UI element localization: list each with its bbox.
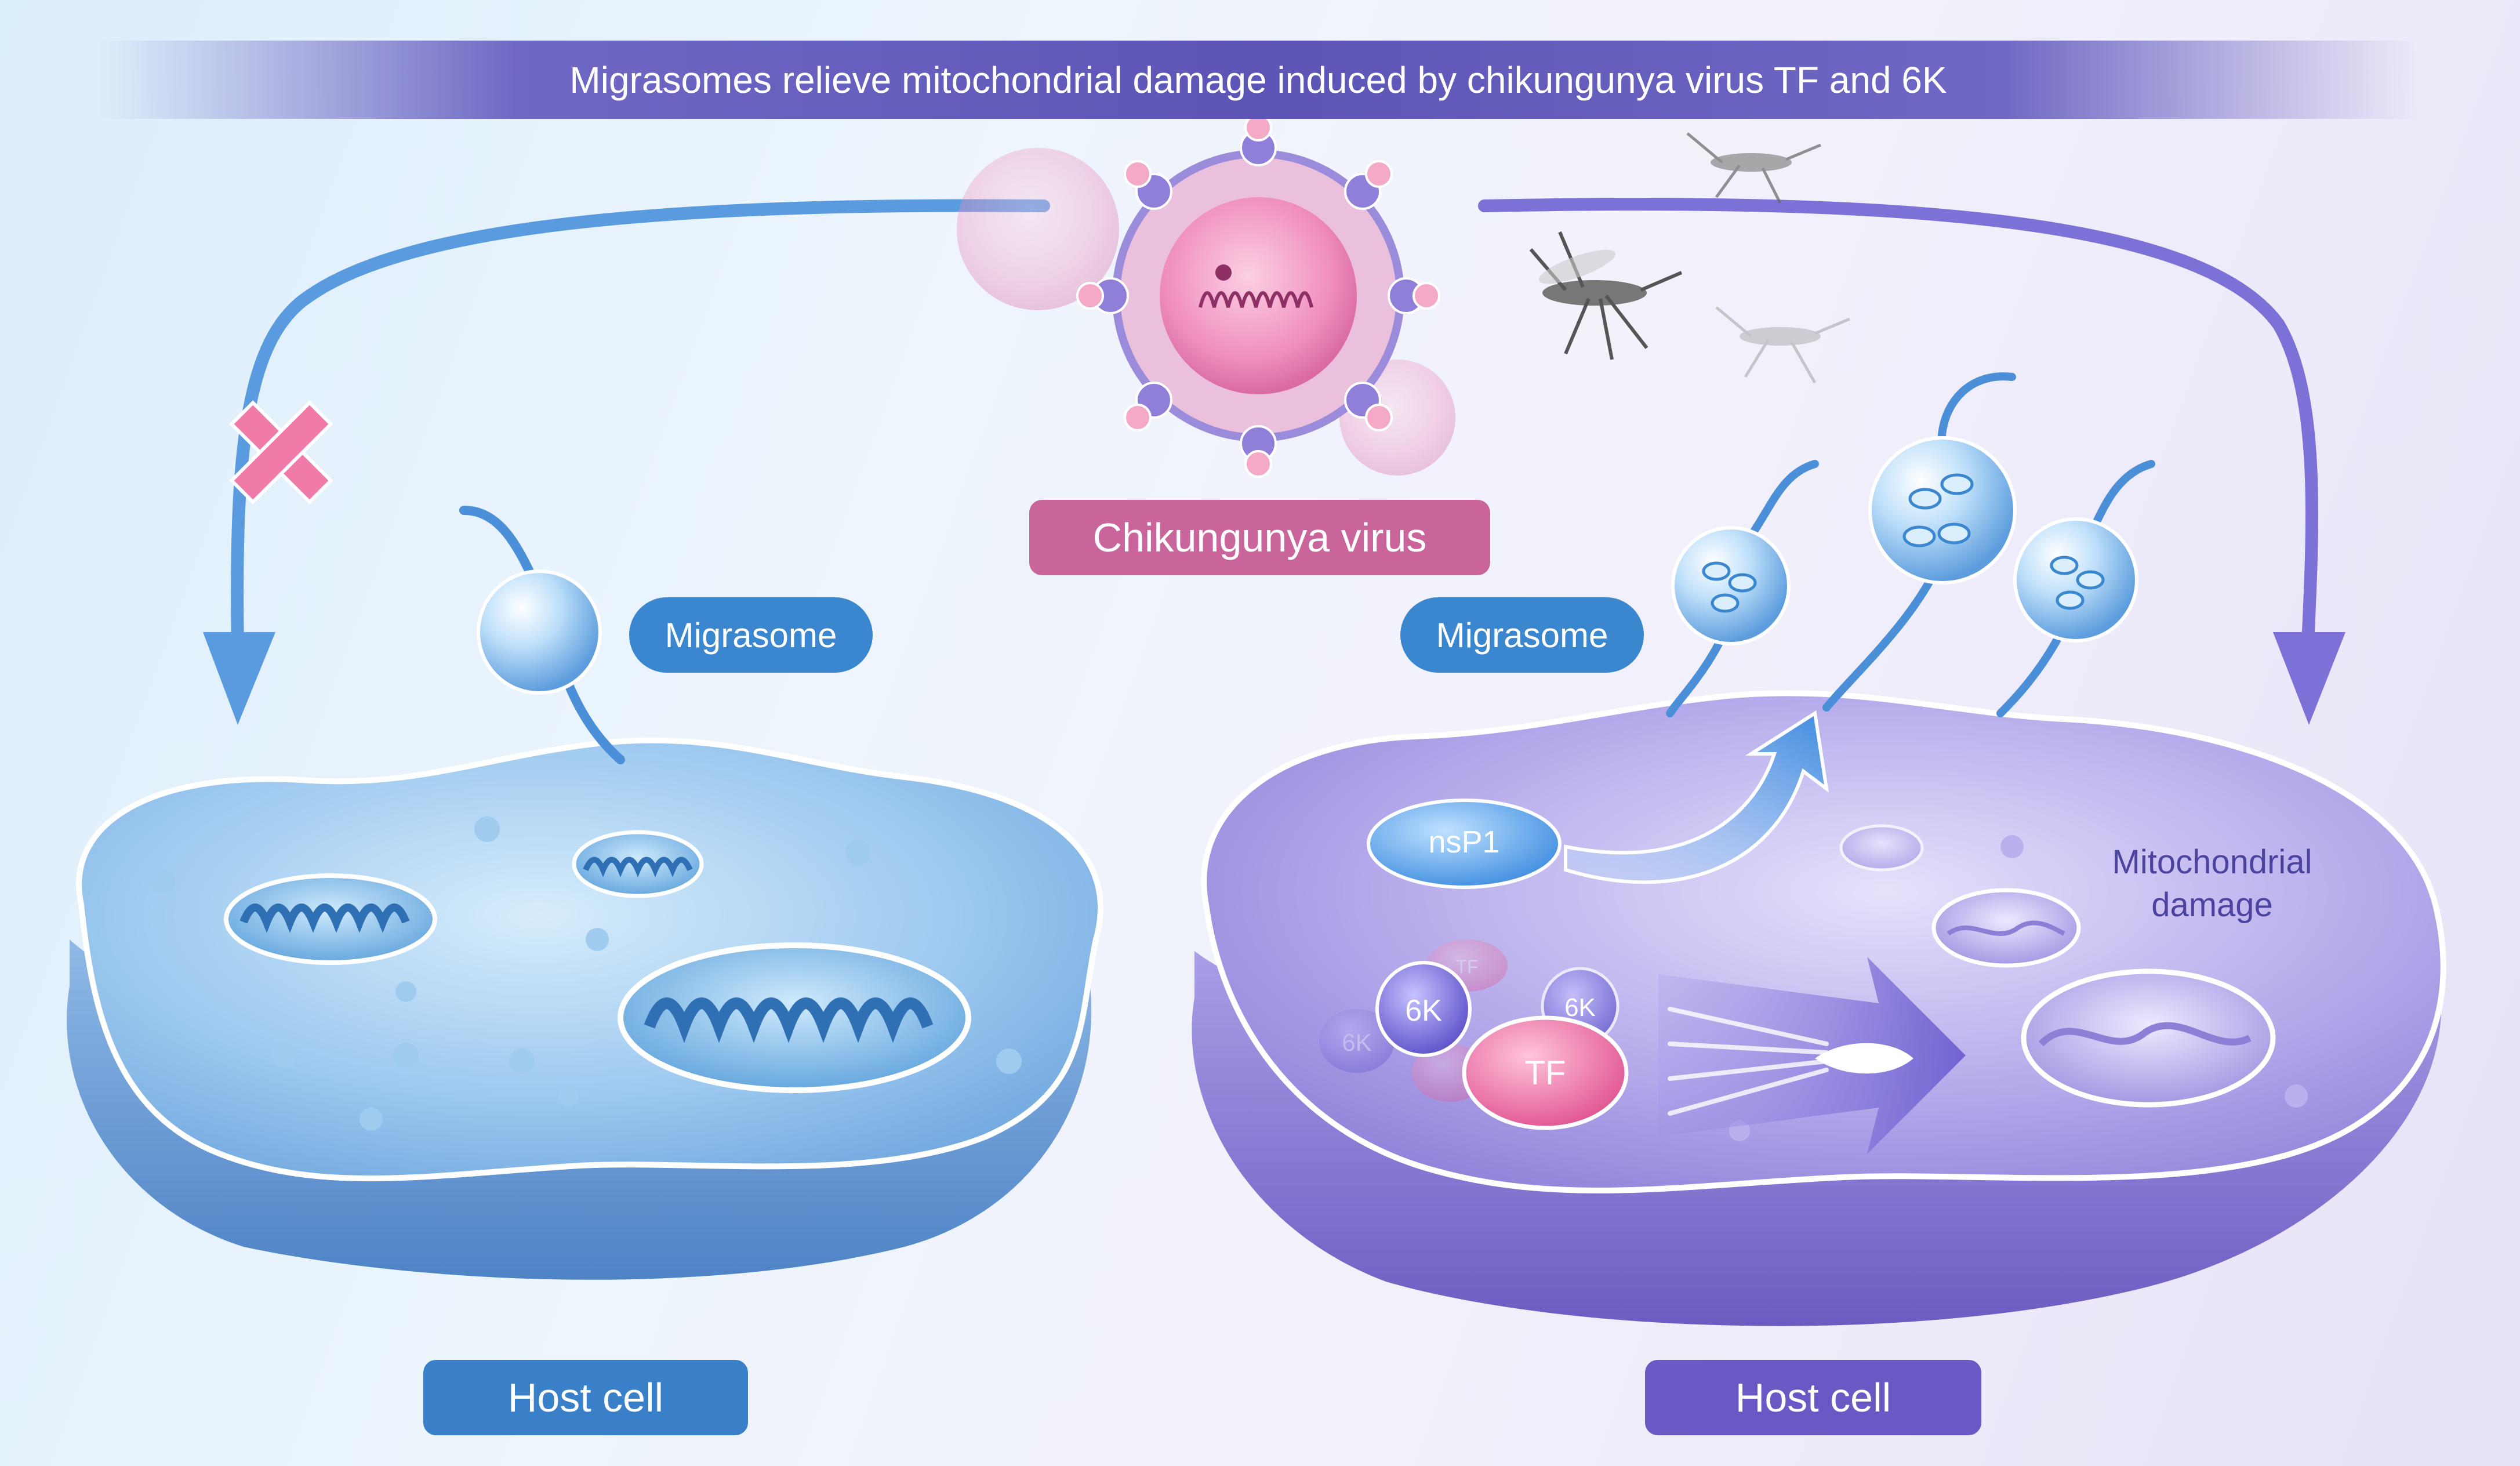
left-infection-arrow	[231, 199, 1050, 656]
right-infection-arrow	[1478, 198, 2319, 650]
migrasome-icon	[1822, 372, 2017, 712]
migrasome-label-left-text: Migrasome	[665, 615, 837, 655]
figure-title-bar: Migrasomes relieve mitochondrial damage …	[99, 41, 2418, 119]
mosquito-icon	[1686, 132, 1821, 204]
virus-icon	[1076, 114, 1440, 478]
migrasome-label-right: Migrasome	[1400, 597, 1644, 673]
host-cell-label-left: Host cell	[423, 1360, 748, 1435]
damage-arrow	[1658, 957, 1966, 1154]
mitochondrion-icon	[618, 942, 971, 1093]
migrasome-icon	[1996, 460, 2155, 717]
sixk-label: 6K	[1405, 994, 1442, 1028]
nsp1-label: nsP1	[1428, 825, 1499, 859]
mosquito-icon	[1529, 231, 1683, 360]
sixk-protein	[1375, 961, 1472, 1057]
tf-label: TF	[1525, 1054, 1566, 1092]
mito-damage-line1: Mitochondrial	[2112, 843, 2312, 881]
migrasome-label-right-text: Migrasome	[1436, 615, 1608, 655]
host-cell-label-right: Host cell	[1645, 1360, 1981, 1435]
figure-title: Migrasomes relieve mitochondrial damage …	[569, 59, 1947, 101]
nsp1-export-arrow	[1564, 710, 1829, 884]
mitochondrial-damage-label: Mitochondrial damage	[2064, 841, 2360, 927]
mosquito-icon	[1715, 306, 1850, 384]
mito-damage-line2: damage	[2151, 886, 2273, 924]
migrasome-icon	[459, 506, 625, 764]
right-arrow-head	[2273, 632, 2345, 725]
mitochondrion-icon	[1839, 824, 2276, 1108]
virus-label: Chikungunya virus	[1029, 500, 1490, 575]
migrasome-label-left: Migrasome	[629, 597, 873, 673]
tf-protein	[1462, 1015, 1629, 1130]
tf-faded-label: TF	[1455, 956, 1478, 977]
block-cross-icon	[229, 400, 333, 505]
virus-label-text: Chikungunya virus	[1092, 515, 1427, 560]
mitochondrion-icon	[572, 830, 704, 898]
mitochondrion-icon	[224, 873, 437, 965]
sixk-faded-label: 6K	[1342, 1029, 1371, 1056]
sixk-label-2: 6K	[1564, 993, 1596, 1022]
migrasome-icon	[1666, 460, 1819, 717]
left-arrow-head	[203, 632, 275, 725]
host-cell-right-text: Host cell	[1735, 1375, 1891, 1420]
host-cell-left-text: Host cell	[507, 1375, 664, 1420]
nsp1-protein	[1367, 799, 1562, 889]
